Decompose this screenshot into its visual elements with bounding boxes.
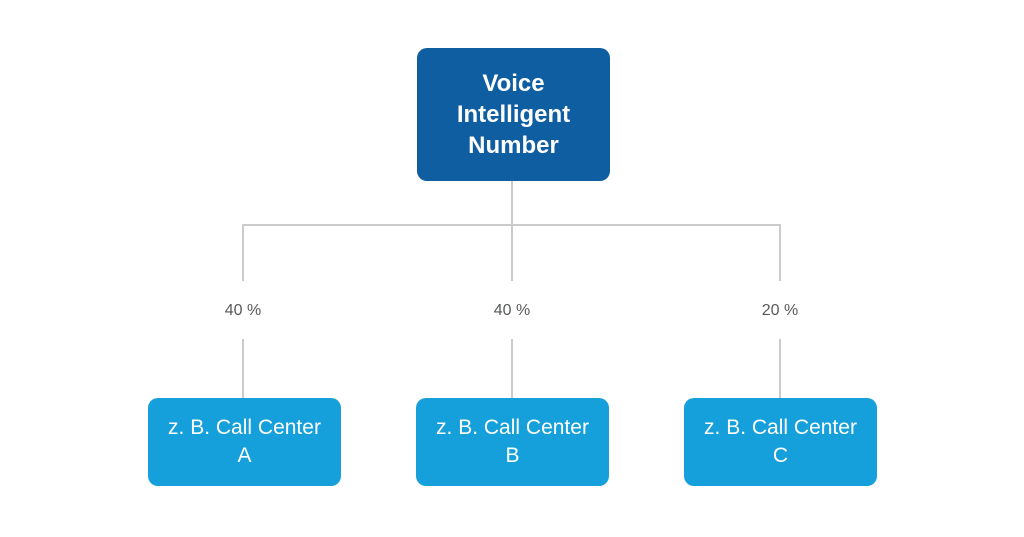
node-call-center-c: z. B. Call Center C (684, 398, 877, 486)
node-voice-intelligent-number: Voice Intelligent Number (417, 48, 610, 181)
percent-label-branch-c: 20 % (761, 302, 799, 319)
connector-branch-b-upper (511, 226, 513, 281)
connector-branch-a-lower (242, 339, 244, 398)
percent-label-branch-b: 40 % (493, 302, 531, 319)
connector-branch-b-lower (511, 339, 513, 398)
connector-branch-a-upper (242, 226, 244, 281)
connector-root-stem (511, 181, 513, 226)
root-node-label: Voice Intelligent Number (456, 70, 571, 159)
node-call-center-a: z. B. Call Center A (148, 398, 341, 486)
connector-branch-c-upper (779, 226, 781, 281)
call-center-a-label: z. B. Call Center A (168, 416, 321, 467)
call-center-b-label: z. B. Call Center B (436, 416, 589, 467)
connector-branch-c-lower (779, 339, 781, 398)
connector-horizontal-bar (242, 224, 781, 226)
percent-label-branch-a: 40 % (224, 302, 262, 319)
call-center-c-label: z. B. Call Center C (704, 416, 857, 467)
node-call-center-b: z. B. Call Center B (416, 398, 609, 486)
